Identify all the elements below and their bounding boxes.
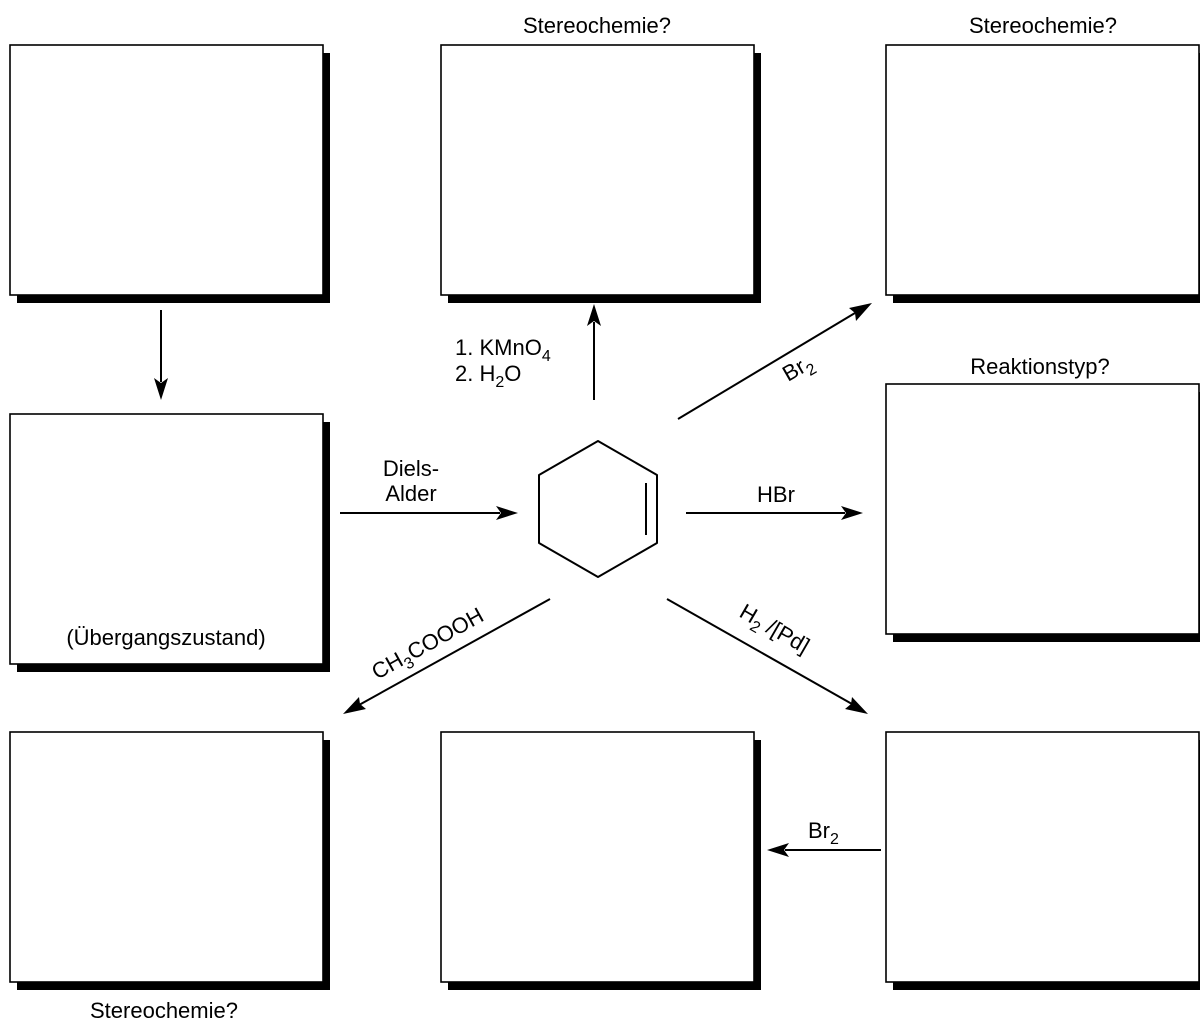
arrow-up-kmno4 [587, 304, 601, 400]
box-middle-left [9, 413, 330, 672]
svg-text:H2 /[Pd]: H2 /[Pd] [733, 599, 814, 663]
arrow-br2-bottom [767, 843, 881, 857]
reagent-kmno4: 1. KMnO4 [455, 335, 551, 365]
reagent-br2-bottom: Br2 [808, 818, 839, 848]
box-top-left [9, 44, 330, 303]
arrow-diels-alder [340, 506, 518, 520]
label-uebergangszustand: (Übergangszustand) [66, 625, 265, 650]
box-top-right [885, 44, 1200, 303]
svg-text:CH3COOOH: CH3COOOH [367, 602, 490, 688]
box-bottom-middle [440, 731, 761, 990]
arrow-peracid [343, 598, 551, 714]
arrow-down-left [154, 310, 168, 400]
reagent-peracid: CH3COOOH [367, 602, 490, 688]
reagent-diels-line2: Alder [385, 481, 436, 506]
reagent-h2o: 2. H2O [455, 361, 521, 391]
box-bottom-right [885, 731, 1200, 990]
box-top-middle [440, 44, 761, 303]
reagent-hbr: HBr [757, 482, 795, 507]
label-reaktionstyp: Reaktionstyp? [970, 354, 1109, 379]
box-bottom-left [9, 731, 330, 990]
label-stereochemie-top-right: Stereochemie? [969, 13, 1117, 38]
box-middle-right [885, 383, 1200, 642]
label-stereochemie-bottom-left: Stereochemie? [90, 998, 238, 1023]
label-stereochemie-top-middle: Stereochemie? [523, 13, 671, 38]
arrow-hbr [686, 506, 863, 520]
arrow-br2-diagonal [677, 303, 872, 420]
cyclohexene-structure [538, 440, 658, 578]
arrow-hydrogenation [666, 598, 868, 714]
reagent-diels-line1: Diels- [383, 456, 439, 481]
reagent-h2-pd: H2 /[Pd] [733, 599, 814, 663]
